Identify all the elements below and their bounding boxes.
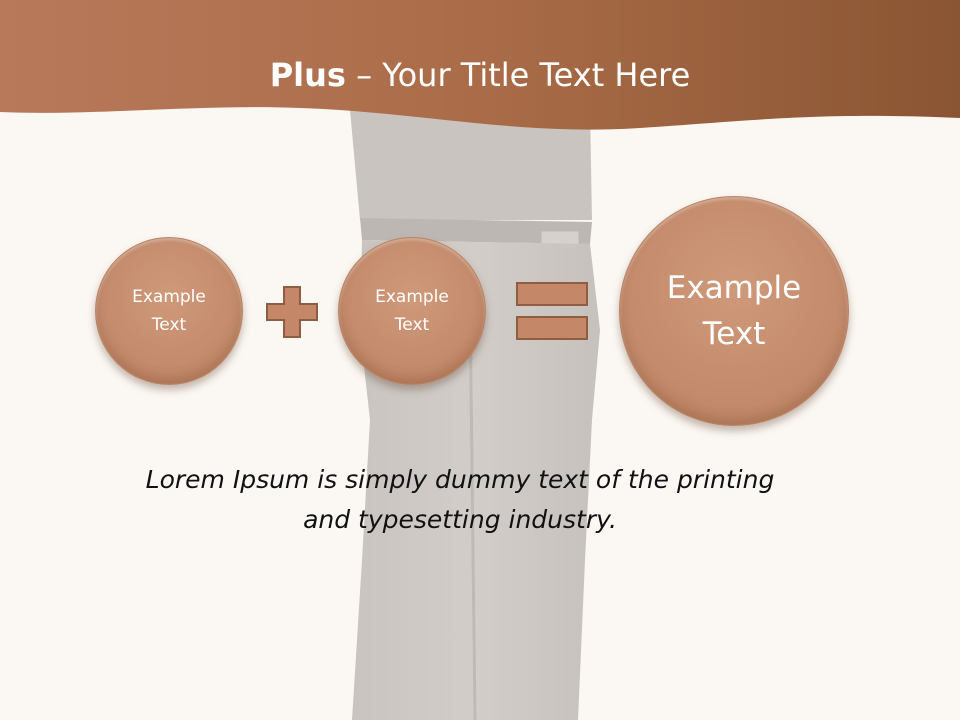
circle-2-line-1: Example (375, 287, 449, 307)
title-bold: Plus (269, 56, 346, 94)
circle-1-line-1: Example (132, 287, 206, 307)
circle-example-result: Example Text (619, 196, 849, 426)
circle-2-text: Example Text (375, 283, 449, 339)
circle-example-2: Example Text (338, 237, 486, 385)
circle-example-1: Example Text (95, 237, 243, 385)
caption-text: Lorem Ipsum is simply dummy text of the … (80, 460, 840, 540)
plus-icon (266, 286, 318, 338)
circle-3-line-1: Example (666, 270, 802, 306)
circle-1-line-2: Text (151, 315, 187, 335)
circle-2-line-2: Text (394, 315, 430, 335)
caption-line-1: Lorem Ipsum is simply dummy text of the … (145, 465, 775, 494)
page-title: Plus – Your Title Text Here (0, 52, 960, 98)
title-rest: – Your Title Text Here (345, 56, 691, 94)
caption-line-2: and typesetting industry. (303, 505, 617, 534)
circle-1-text: Example Text (132, 283, 206, 339)
equals-icon (516, 282, 588, 340)
circle-3-text: Example Text (667, 265, 802, 357)
header-band (0, 0, 960, 130)
circle-3-line-2: Text (702, 316, 766, 352)
